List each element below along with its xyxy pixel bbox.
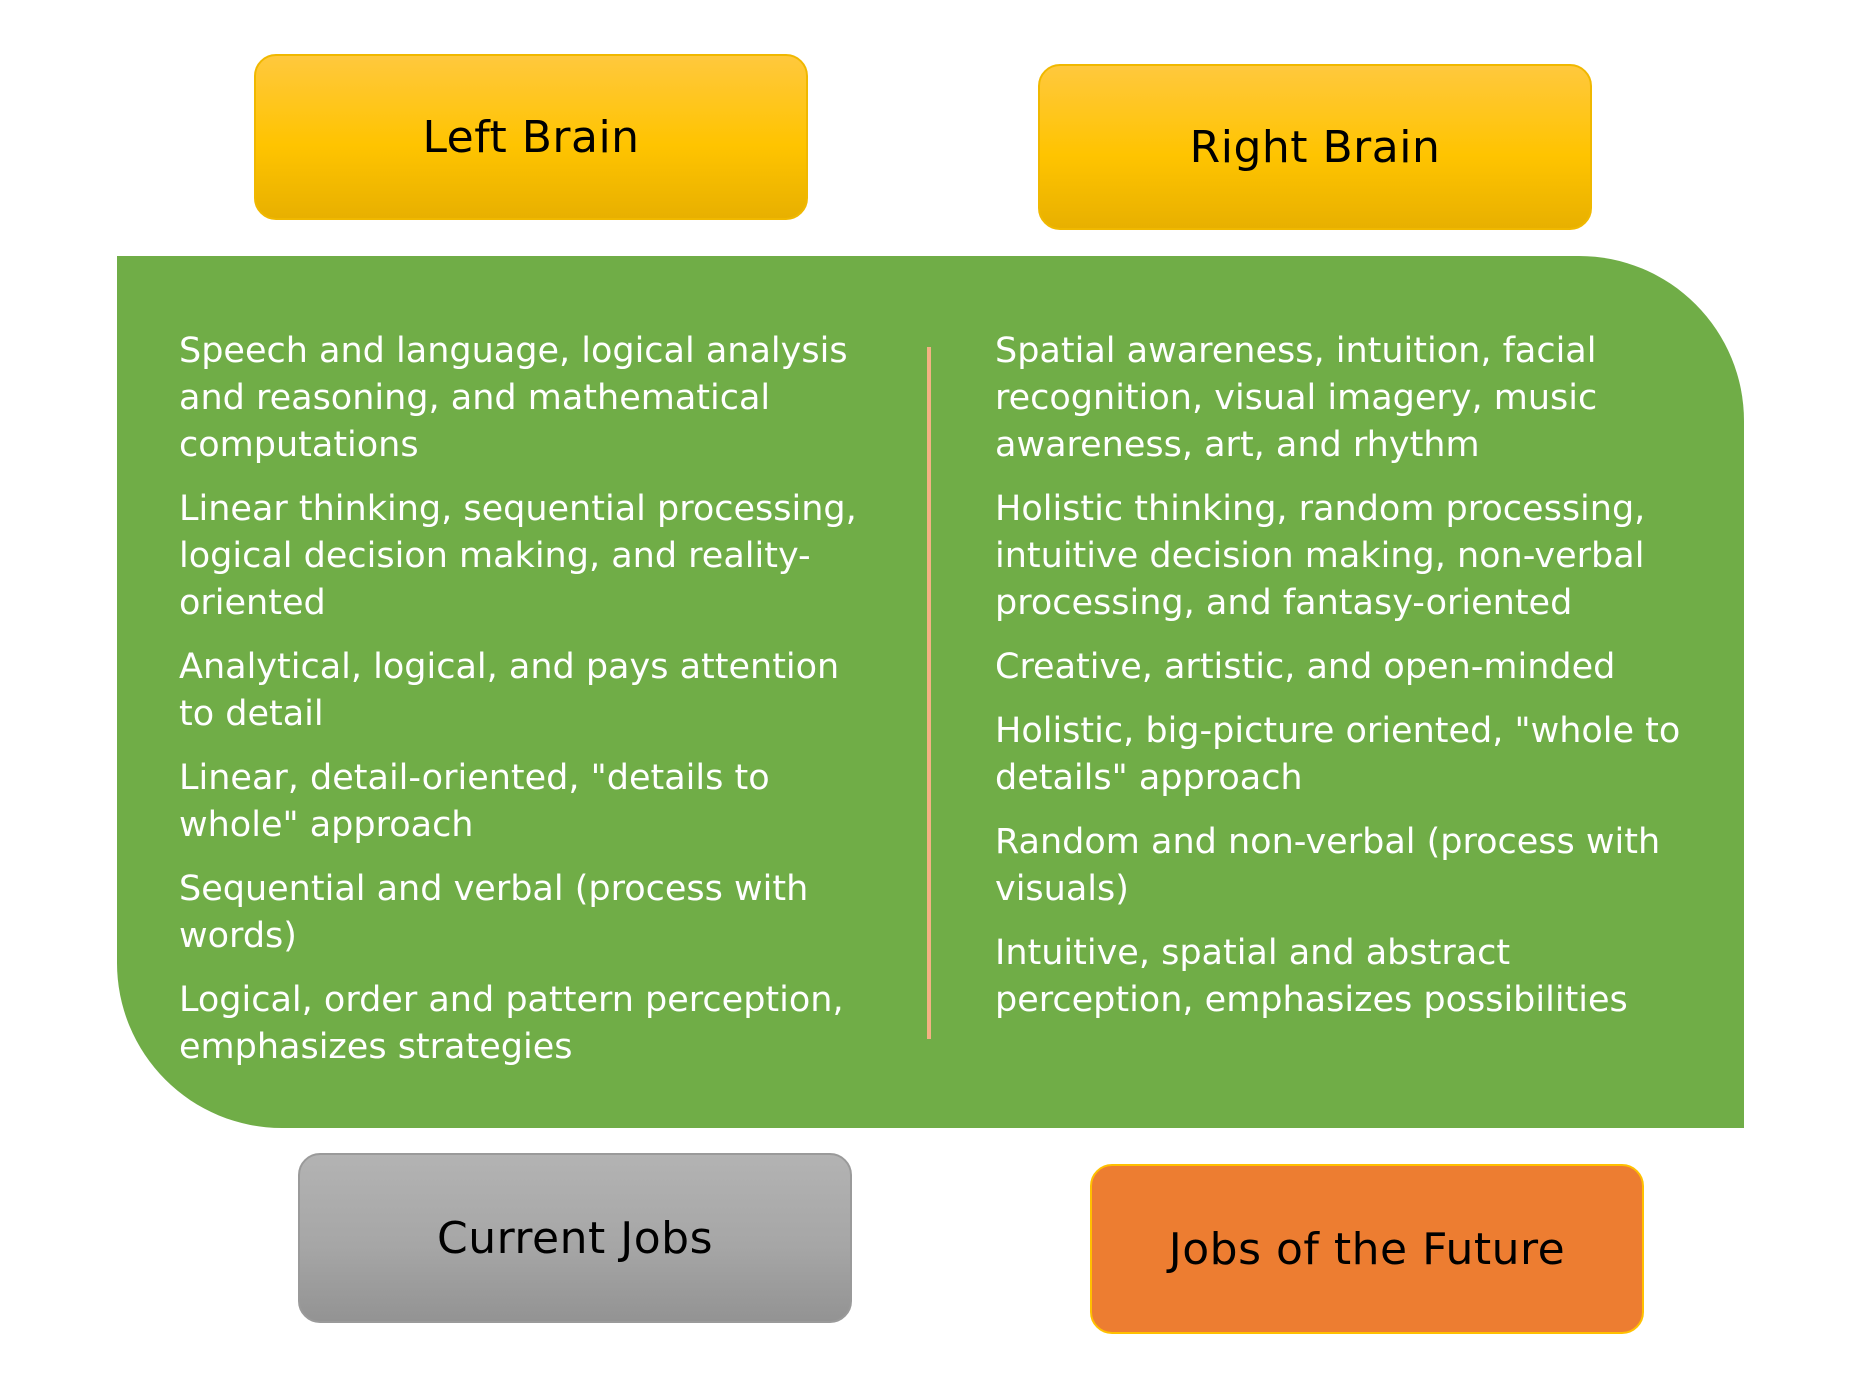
right-brain-traits: Spatial awareness, intuition, facial rec… (995, 328, 1685, 1041)
left-brain-label: Left Brain (422, 111, 640, 163)
left-brain-traits: Speech and language, logical analysis an… (179, 328, 859, 1088)
right-trait-item: Random and non-verbal (process with visu… (995, 822, 1661, 909)
right-brain-header: Right Brain (1038, 64, 1592, 230)
left-trait-item: Speech and language, logical analysis an… (179, 331, 848, 465)
left-trait-item: Linear thinking, sequential processing, … (179, 489, 857, 623)
left-brain-header: Left Brain (254, 54, 808, 220)
right-trait-item: Holistic, big-picture oriented, "whole t… (995, 711, 1681, 798)
left-trait-item: Linear, detail-oriented, "details to who… (179, 758, 770, 845)
left-trait-item: Logical, order and pattern perception, e… (179, 980, 844, 1067)
current-jobs-box: Current Jobs (298, 1153, 852, 1323)
current-jobs-label: Current Jobs (437, 1212, 713, 1264)
right-trait-item: Creative, artistic, and open-minded (995, 647, 1616, 687)
future-jobs-label: Jobs of the Future (1168, 1223, 1566, 1275)
left-trait-item: Sequential and verbal (process with word… (179, 869, 809, 956)
column-divider (927, 347, 931, 1039)
future-jobs-box: Jobs of the Future (1090, 1164, 1644, 1334)
right-brain-label: Right Brain (1189, 121, 1441, 173)
right-trait-item: Intuitive, spatial and abstract percepti… (995, 933, 1628, 1020)
right-trait-item: Spatial awareness, intuition, facial rec… (995, 331, 1598, 465)
left-trait-item: Analytical, logical, and pays attention … (179, 647, 840, 734)
right-trait-item: Holistic thinking, random processing, in… (995, 489, 1646, 623)
